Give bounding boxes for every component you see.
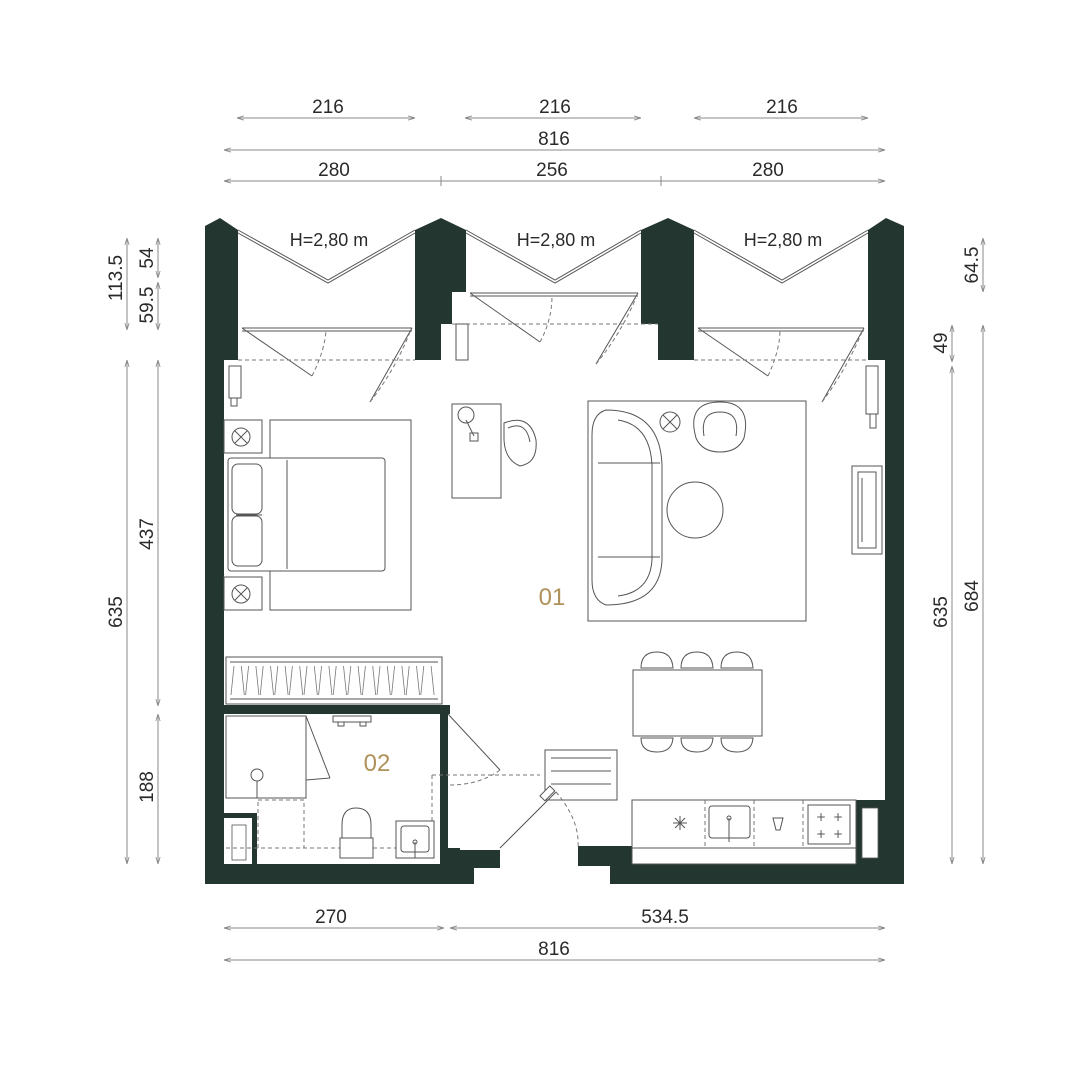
bottom-dimensions: 270 534.5 816 — [224, 907, 885, 960]
dim-top-1: 216 — [312, 97, 344, 118]
room-label-main: 01 — [539, 584, 566, 611]
bedroom-furniture — [223, 323, 879, 705]
dim-top-2: 216 — [539, 97, 571, 118]
dim-top-b: 256 — [536, 160, 568, 181]
dim-right-upper: 64.5 — [962, 247, 983, 284]
bathroom-fixtures — [225, 715, 435, 859]
top-dimensions: 216 216 216 816 280 256 280 — [224, 97, 885, 186]
doors — [431, 713, 579, 849]
dim-bottom-total: 816 — [538, 939, 570, 960]
dim-top-3: 216 — [766, 97, 798, 118]
wardrobe-hangers — [230, 665, 435, 696]
right-dimensions: 64.5 49 635 684 — [931, 238, 983, 864]
dim-top-a: 280 — [318, 160, 350, 181]
bay-height-1: H=2,80 m — [290, 230, 369, 250]
dim-right-a: 635 — [931, 596, 952, 628]
living-furniture — [587, 400, 883, 753]
bay-height-3: H=2,80 m — [744, 230, 823, 250]
dim-left-upper-total: 113.5 — [106, 255, 127, 301]
dim-right-b: 684 — [962, 580, 983, 612]
dim-top-c: 280 — [752, 160, 784, 181]
dim-top-total: 816 — [538, 129, 570, 150]
bay-windows — [237, 229, 869, 284]
dim-left-total: 635 — [106, 596, 127, 628]
dim-right-small: 49 — [931, 332, 952, 353]
bay-height-2: H=2,80 m — [517, 230, 596, 250]
entry-cabinet — [544, 749, 618, 801]
left-dimensions: 113.5 54 59.5 635 437 188 — [106, 238, 158, 864]
svg-text:+: + — [816, 810, 826, 824]
dim-bottom-right: 534.5 — [641, 907, 689, 928]
dim-left-room02: 188 — [137, 771, 158, 803]
balcony-doors — [238, 292, 868, 403]
svg-text:+: + — [816, 827, 826, 841]
dim-left-room01: 437 — [137, 518, 158, 550]
kitchen: + + + + — [631, 799, 857, 865]
dim-left-upper-b: 59.5 — [137, 287, 158, 324]
room-label-bath: 02 — [364, 750, 391, 777]
dim-bottom-left: 270 — [315, 907, 347, 928]
svg-text:+: + — [833, 810, 843, 824]
svg-text:+: + — [833, 827, 843, 841]
dim-left-upper-a: 54 — [137, 247, 158, 269]
walls — [205, 218, 904, 884]
